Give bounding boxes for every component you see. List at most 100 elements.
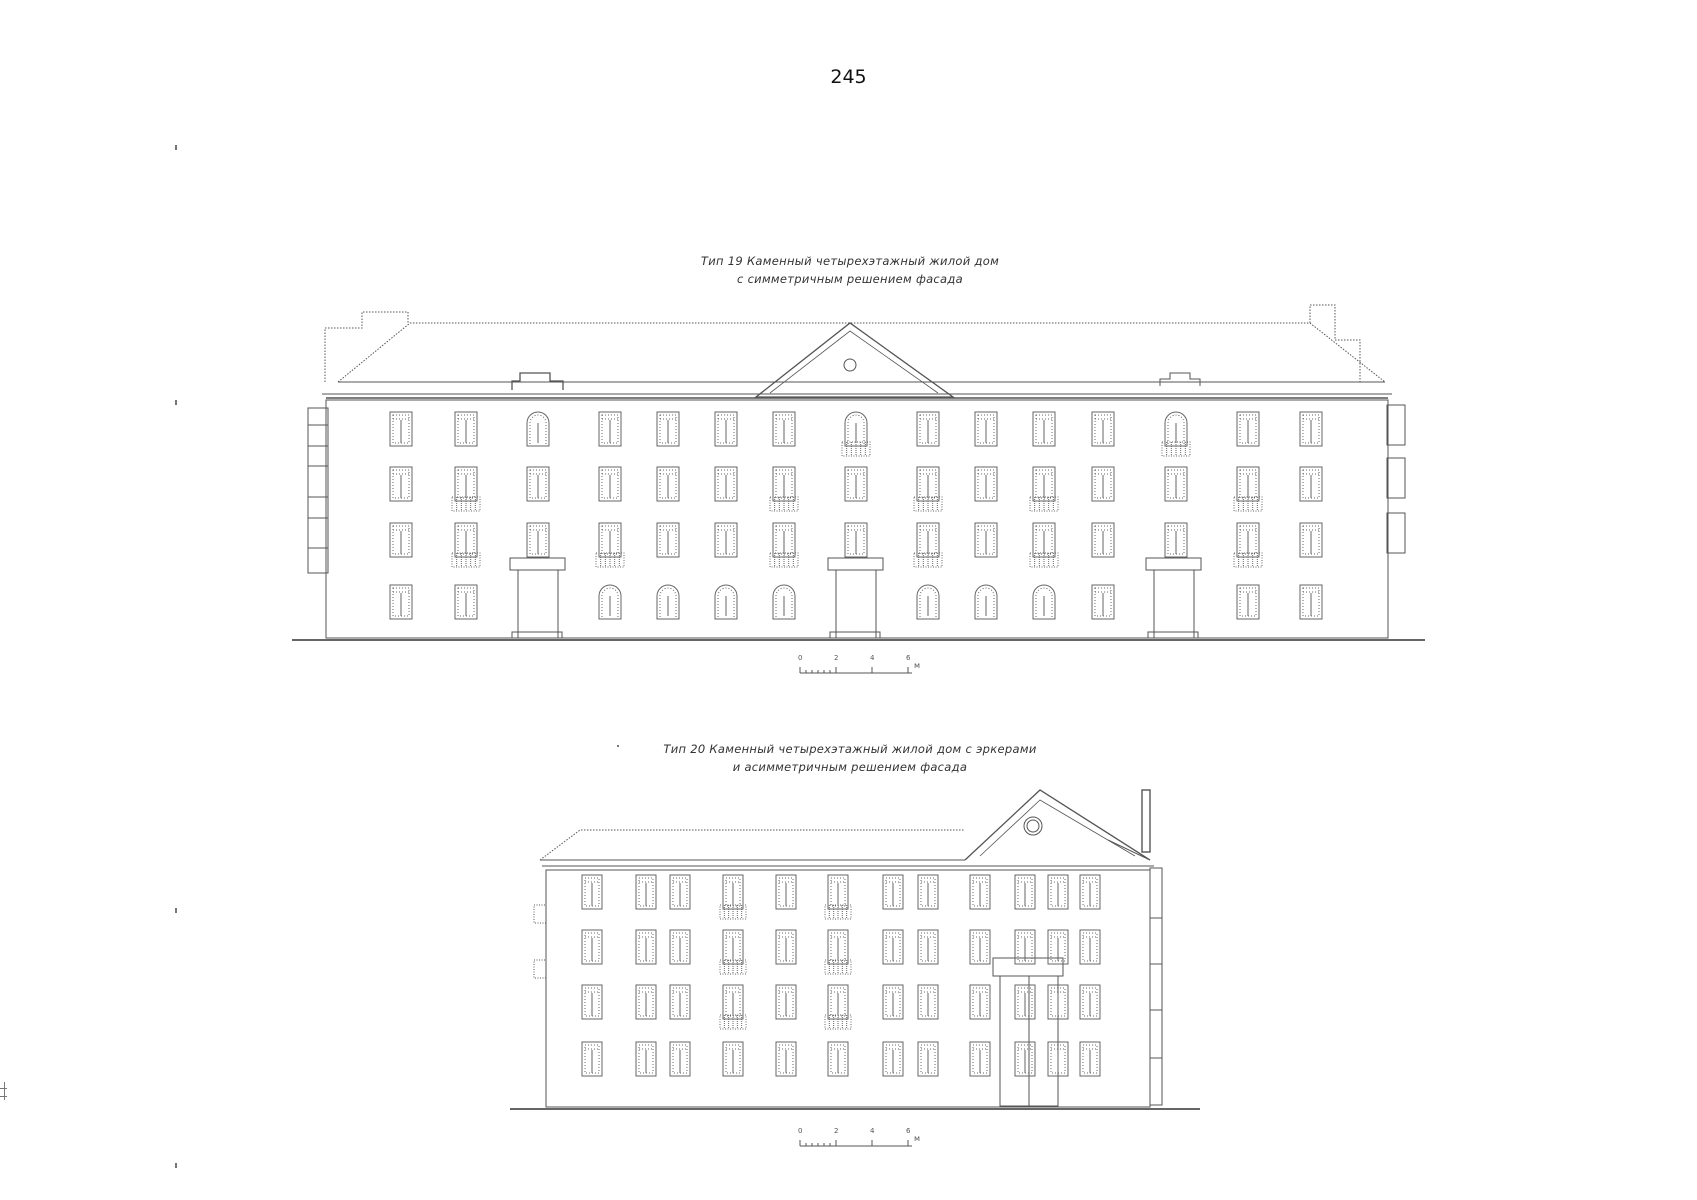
balcony-rail [1161,441,1191,457]
gable-inner [979,799,1136,857]
balcony-rail [769,496,799,512]
window [775,1041,797,1077]
side-bay-panel [1386,457,1406,499]
window-glazing [919,587,937,617]
window [969,874,991,910]
side-bay [307,407,329,574]
window [656,522,680,558]
window-frame [827,1041,849,1077]
balcony [1233,552,1263,568]
balcony [719,1014,747,1030]
window [598,411,622,447]
window [714,522,738,558]
window [827,929,849,965]
balcony [841,441,871,457]
balcony [1233,496,1263,512]
balcony [913,496,943,512]
caption-line-1: Тип 20 Каменный четырехэтажный жилой дом… [663,742,1037,756]
window [1014,874,1036,910]
balcony [769,496,799,512]
window-glazing [775,587,793,617]
window-frame [1091,522,1115,558]
window [827,1041,849,1077]
window [526,466,550,502]
balcony [719,904,747,920]
window [454,584,478,620]
window-frame [882,929,904,965]
window-grid [581,874,1101,1077]
window [844,466,868,502]
window-frame [1032,411,1056,447]
window [844,522,868,558]
window [917,874,939,910]
scale-unit: м [914,661,920,670]
window [581,929,603,965]
window [775,874,797,910]
window-glazing [717,587,735,617]
balcony-rail [451,496,481,512]
arched-window [916,584,940,620]
roof-slope [1107,839,1151,861]
window [635,929,657,965]
window [454,411,478,447]
window-frame [775,1041,797,1077]
scale-bar: 0 2 4 6 м [798,1127,920,1147]
entrance-portal [1145,557,1202,639]
window-frame [389,584,413,620]
window-frame [598,411,622,447]
window-frame [1032,584,1056,620]
window [722,874,744,910]
window-frame [882,874,904,910]
window [581,1041,603,1077]
window-frame [1299,411,1323,447]
window-grid [389,411,1323,620]
figure-caption-type-20: Тип 20 Каменный четырехэтажный жилой дом… [600,740,1100,776]
window-frame [1299,584,1323,620]
dormer [1159,372,1201,386]
window-frame [775,874,797,910]
window [1047,874,1069,910]
window-frame [1236,411,1260,447]
window [656,466,680,502]
window [1236,411,1260,447]
window-frame [1299,466,1323,502]
window [722,984,744,1020]
window-frame [1091,411,1115,447]
window [1079,1041,1101,1077]
portal-step [829,631,881,639]
scan-mark [175,908,177,913]
window [581,984,603,1020]
side-balcony [533,959,547,979]
window-frame [917,874,939,910]
window [581,874,603,910]
window-frame [844,466,868,502]
gable-round-window [843,358,857,372]
window [1079,984,1101,1020]
window [1164,522,1188,558]
window-frame [775,929,797,965]
window-frame [389,522,413,558]
window [1047,984,1069,1020]
side-balcony [533,904,547,924]
side-bay [1149,867,1163,1106]
window [669,874,691,910]
window-frame [1079,874,1101,910]
scale-number: 4 [870,1127,875,1135]
window-frame [389,466,413,502]
window-frame [656,584,680,620]
window-frame [1079,1041,1101,1077]
window [1091,584,1115,620]
window-frame [1047,1041,1069,1077]
balcony-rail [451,552,481,568]
scale-number: 6 [906,1127,911,1135]
facade-structure [510,789,1200,1110]
window-frame [669,874,691,910]
scan-mark [0,1096,7,1097]
window [389,584,413,620]
window-glazing [1035,587,1053,617]
balcony-rail [769,552,799,568]
window-frame [389,411,413,447]
window-frame [635,929,657,965]
roof-outline [539,829,965,861]
window-frame [917,984,939,1020]
